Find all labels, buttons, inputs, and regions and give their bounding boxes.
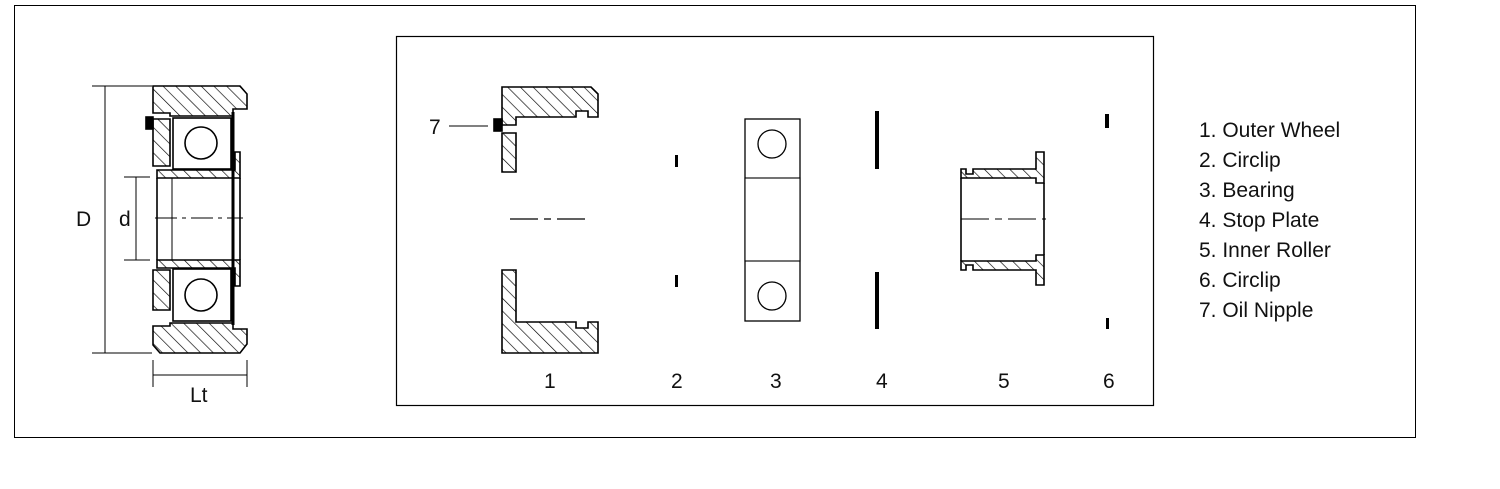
legend-item: 6. Circlip (1199, 269, 1281, 292)
part-number-1: 1 (544, 370, 556, 393)
part-number-5: 5 (998, 370, 1010, 393)
legend-item: 1. Outer Wheel (1199, 119, 1341, 142)
callout-label-oil-nipple: 7 (429, 116, 441, 139)
part-number-6: 6 (1103, 370, 1115, 393)
exploded-parts (449, 86, 1109, 354)
part2-circlip-bottom (675, 275, 678, 287)
outer-wheel-bottom-flange (152, 269, 171, 311)
dimension-label-outer-diameter: D (76, 208, 91, 231)
outer-wheel-top (152, 85, 248, 117)
part1-flange-top (501, 132, 517, 173)
part5-inner-roller-bottom (960, 254, 1045, 286)
legend-item: 3. Bearing (1199, 179, 1295, 202)
part6-circlip-bottom (1106, 318, 1109, 329)
legend-item: 5. Inner Roller (1199, 239, 1331, 262)
part-number-4: 4 (876, 370, 888, 393)
exploded-view-frame (395, 35, 1155, 407)
outer-frame (14, 5, 1416, 438)
part7-oil-nipple (493, 118, 503, 132)
ball-top (184, 126, 218, 160)
part3-ball-top (757, 129, 787, 159)
dimension-label-length: Lt (190, 384, 208, 407)
legend-item: 4. Stop Plate (1199, 209, 1320, 232)
assembly-section (92, 85, 248, 387)
parts-legend: 1. Outer Wheel 2. Circlip 3. Bearing 4. … (1199, 116, 1340, 326)
legend-item: 2. Circlip (1199, 149, 1281, 172)
part5-inner-roller-top (960, 151, 1045, 184)
part3-ball-bottom (757, 281, 787, 311)
legend-item: 7. Oil Nipple (1199, 299, 1314, 322)
part3-inner-race (744, 177, 801, 262)
part1-outer-wheel-bottom (501, 269, 599, 354)
part-number-3: 3 (770, 370, 782, 393)
part4-stop-plate-bottom (875, 272, 879, 329)
dimension-lines (92, 85, 248, 387)
ball-bottom (184, 278, 218, 312)
oil-nipple-assembled (145, 116, 154, 130)
part2-circlip-top (675, 155, 678, 167)
part4-stop-plate-top (875, 111, 879, 169)
outer-wheel-top-flange (152, 118, 171, 167)
part1-outer-wheel-top (501, 86, 599, 126)
part-number-2: 2 (671, 370, 683, 393)
dimension-label-bore: d (119, 208, 131, 231)
outer-wheel-bottom (152, 322, 248, 354)
part6-circlip-top (1105, 114, 1109, 128)
